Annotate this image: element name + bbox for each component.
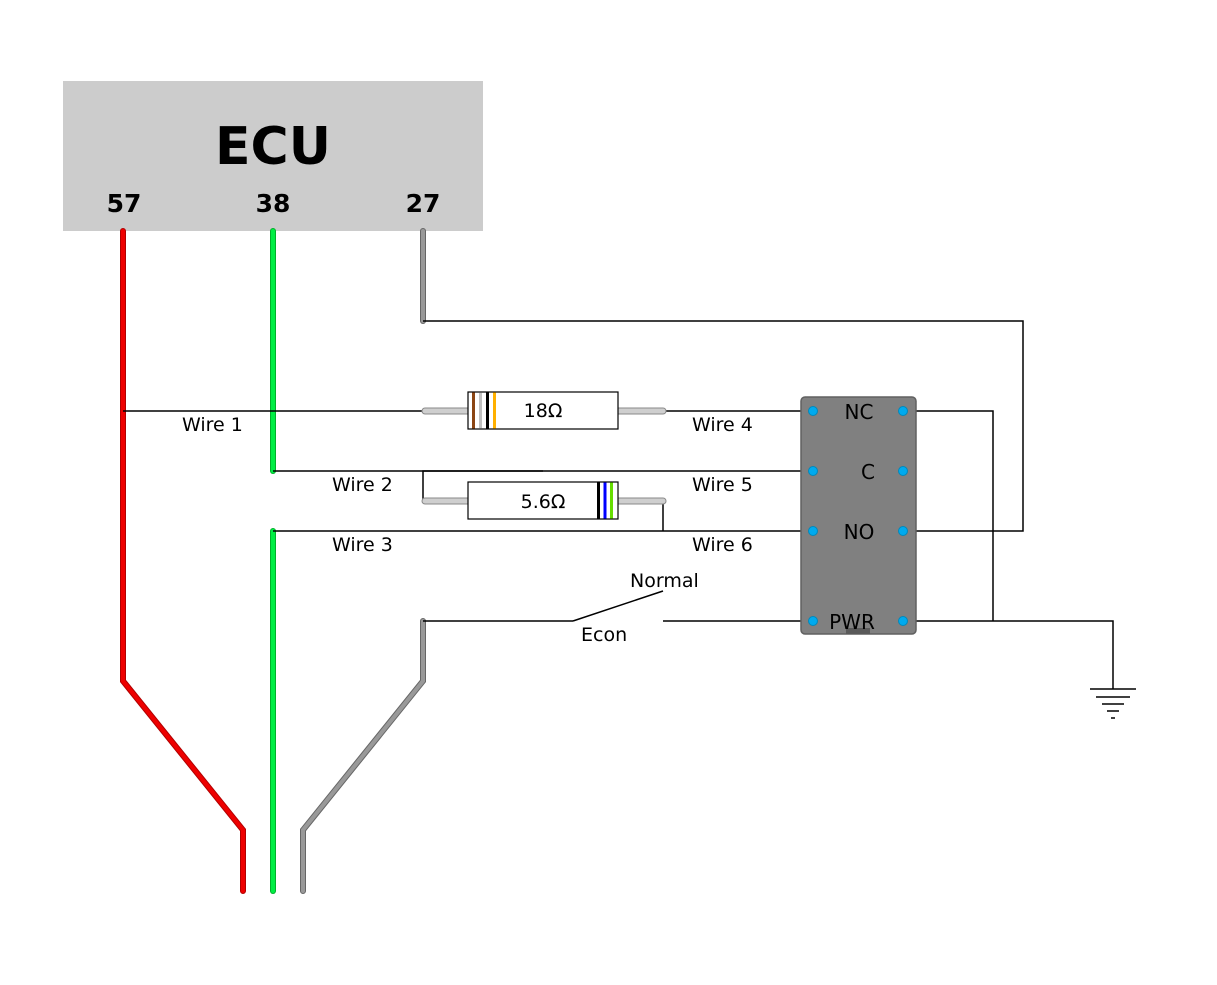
relay-pin-nc-left [808,406,818,416]
gray-wire-lower-core [301,619,425,893]
r1-band-1 [472,392,475,429]
wire-3-label: Wire 3 [332,534,393,556]
ecu-pin-57-label: 57 [107,189,142,218]
relay-pin-c-right [898,466,908,476]
r2-band-1 [597,482,600,519]
switch-econ-label: Econ [581,624,627,646]
ecu-module: ECU 57 38 27 [63,81,483,231]
harness-wires [120,228,426,894]
switch: Normal Econ [581,570,699,646]
wire-4-label: Wire 4 [692,414,753,436]
r1-band-3 [486,392,489,429]
signal-wires [123,320,1114,689]
r2-band-3 [610,482,613,519]
red-wire-pin-57 [120,228,246,894]
wire-5-label: Wire 5 [692,474,753,496]
wire-pin27-to-no [423,320,1024,532]
relay-body [800,396,917,635]
relay-label-c: C [861,460,875,484]
relay-pin-no-right [898,526,908,536]
relay-tab [846,628,870,634]
r1-color-bands [472,392,496,429]
r2-band-2 [603,482,607,519]
relay-label-nc: NC [845,400,874,424]
ecu-title: ECU [215,117,331,177]
r2-value: 5.6Ω [521,491,566,513]
wire-2-label: Wire 2 [332,474,393,496]
red-wire-pin-57-core [121,229,245,893]
wire-6-label: Wire 6 [692,534,753,556]
resistor-18-ohm: 18Ω [421,391,667,430]
relay-pin-no-left [808,526,818,536]
relay: NC C NO PWR [800,396,917,635]
relay-pin-pwr-right [898,616,908,626]
r1-value: 18Ω [524,400,563,422]
relay-pin-pwr-left [808,616,818,626]
ecu-pin-27-label: 27 [406,189,441,218]
wire-nc-right [903,410,994,621]
r2-color-bands [597,482,613,519]
ecu-box [63,81,483,231]
relay-label-pwr: PWR [829,610,875,634]
r1-band-2 [479,392,482,429]
switch-lever [572,590,664,622]
relay-label-no: NO [844,520,875,544]
r2-body [467,481,619,520]
wire-1-label: Wire 1 [182,414,243,436]
relay-pin-c-left [808,466,818,476]
switch-normal-label: Normal [630,570,699,592]
r1-band-4 [493,392,496,429]
relay-pin-nc-right [898,406,908,416]
relay-pins [808,406,908,626]
resistor-5-6-ohm: 5.6Ω [421,481,667,520]
ecu-pin-38-label: 38 [256,189,291,218]
wire-labels: Wire 1 Wire 2 Wire 3 Wire 4 Wire 5 Wire … [182,414,753,556]
ground-symbol [1090,688,1136,719]
wire-2-branch [422,470,543,501]
wire-pwr-to-ground [903,620,1114,689]
